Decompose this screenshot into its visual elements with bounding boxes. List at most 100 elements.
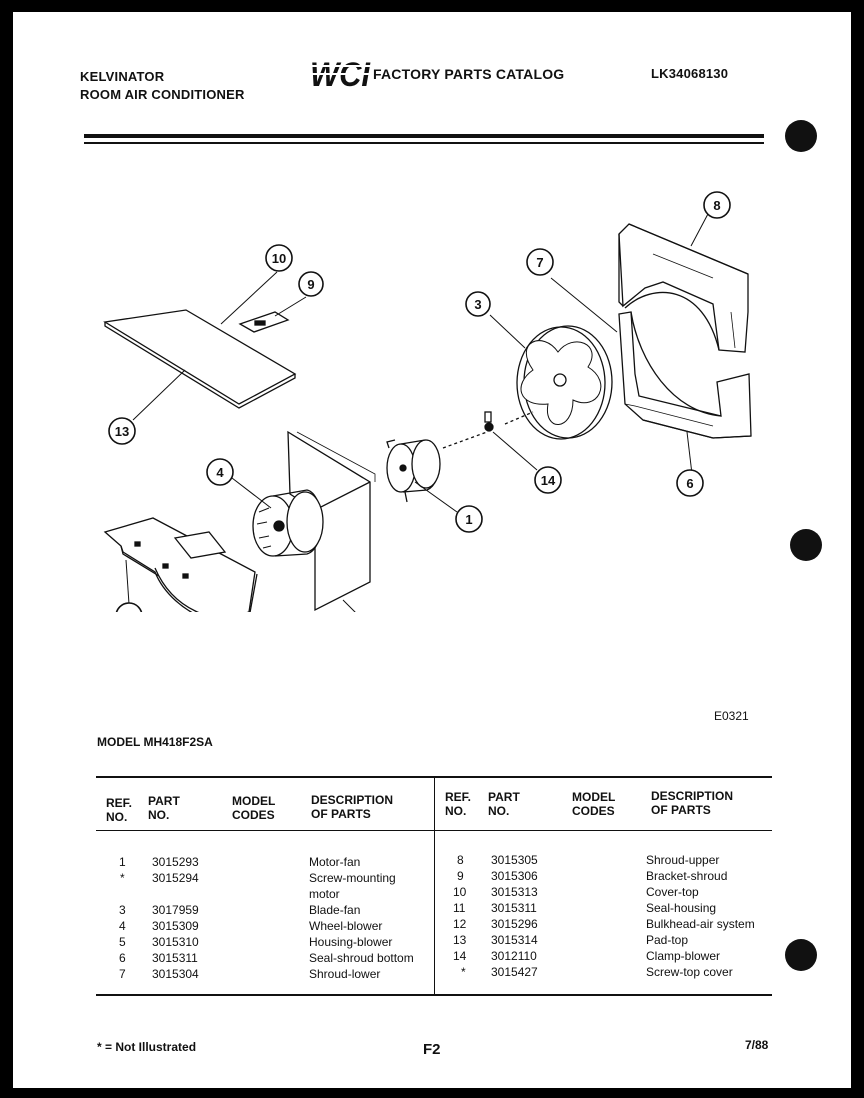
table-row: 13 3015314 Pad-top <box>13 932 851 948</box>
motor-fan-part <box>386 439 441 503</box>
clamp-blower-part <box>484 411 494 432</box>
table-row: 4 3015309 Wheel-blower <box>13 918 433 934</box>
table-row: 5 3015310 Housing-blower <box>13 934 433 950</box>
ref-no: 1 <box>119 855 126 869</box>
svg-text:11: 11 <box>122 609 136 612</box>
svg-text:10: 10 <box>272 251 286 266</box>
svg-text:13: 13 <box>115 424 129 439</box>
svg-text:7: 7 <box>536 255 543 270</box>
table-row: 8 3015305 Shroud-upper <box>13 852 851 868</box>
part-no: 3012110 <box>491 949 537 963</box>
shaft-axis <box>442 431 488 449</box>
callout-13: 13 <box>108 417 136 445</box>
svg-text:8: 8 <box>713 198 720 213</box>
callout-4: 4 <box>206 458 234 486</box>
part-no: 3015309 <box>152 919 199 933</box>
revision-date: 7/88 <box>745 1038 769 1052</box>
part-description: motor <box>309 887 340 901</box>
not-illustrated-note: * = Not Illustrated <box>97 1040 197 1054</box>
callout-3: 3 <box>465 291 491 317</box>
part-description: Blade-fan <box>309 903 361 917</box>
part-no: 3017959 <box>152 903 199 917</box>
fan-blade-part <box>516 325 613 440</box>
part-description: Cover-top <box>646 885 699 899</box>
brand-name: KELVINATOR <box>80 69 165 84</box>
part-description: Seal-shroud bottom <box>309 951 414 965</box>
product-name: ROOM AIR CONDITIONER <box>80 87 245 102</box>
header-rule-thin <box>84 142 764 144</box>
table-row: 9 3015306 Bracket-shroud <box>13 868 851 884</box>
ref-no: 8 <box>457 853 464 867</box>
table-row: 10 3015313 Cover-top <box>13 884 851 900</box>
part-description: Bracket-shroud <box>646 869 728 883</box>
housing-blower-part <box>103 517 258 612</box>
blade-axis <box>504 411 534 425</box>
exploded-parts-diagram: 10 9 13 3 7 8 14 6 4 1 11 12 5. <box>103 191 752 612</box>
svg-text:1: 1 <box>465 512 472 527</box>
part-description: Housing-blower <box>309 935 393 949</box>
page-number: F2 <box>423 1041 441 1058</box>
left-parts-rows: 1 3015293 Motor-fan * 3015294 Screw-moun… <box>13 854 433 994</box>
table-row: * 3015294 Screw-mounting <box>13 870 433 886</box>
table-row: 14 3012110 Clamp-blower <box>13 948 851 964</box>
bracket-shroud-part <box>238 311 290 333</box>
binder-hole-middle <box>790 529 822 561</box>
callout-10: 10 <box>265 244 293 272</box>
part-no: 3015314 <box>491 933 538 947</box>
table-row: motor <box>13 886 433 902</box>
part-description: Bulkhead-air system <box>646 917 755 931</box>
left-desc-header: DESCRIPTION OF PARTS <box>311 793 394 821</box>
ref-no: 13 <box>453 933 467 947</box>
part-description: Screw-top cover <box>646 965 733 979</box>
model-line: MODEL MH418F2SA <box>97 735 213 749</box>
catalog-title: FACTORY PARTS CATALOG <box>373 66 565 82</box>
left-part-header: PART NO. <box>148 794 180 822</box>
ref-no: * <box>120 871 125 885</box>
callout-14: 14 <box>534 466 562 494</box>
right-ref-header: REF. NO. <box>445 790 472 818</box>
part-description: Shroud-upper <box>646 853 720 867</box>
svg-text:4: 4 <box>216 465 224 480</box>
binder-hole-bottom <box>785 939 817 971</box>
callout-7: 7 <box>526 248 554 276</box>
table-row: 3 3017959 Blade-fan <box>13 902 433 918</box>
callout-11: 11 <box>115 602 143 612</box>
callout-9: 9 <box>298 271 324 297</box>
ref-no: * <box>461 965 466 979</box>
right-desc-header: DESCRIPTION OF PARTS <box>651 789 734 817</box>
right-parts-rows: 8 3015305 Shroud-upper 9 3015306 Bracket… <box>13 852 851 992</box>
table-row: 6 3015311 Seal-shroud bottom <box>13 950 433 966</box>
right-codes-header: MODEL CODES <box>572 790 616 818</box>
left-ref-header: REF. NO. <box>106 796 133 824</box>
bulkhead-part <box>287 430 376 612</box>
part-no: 3015310 <box>152 935 199 949</box>
ref-no: 6 <box>119 951 126 965</box>
table-row: 1 3015293 Motor-fan <box>13 854 433 870</box>
svg-text:3: 3 <box>474 297 481 312</box>
binder-hole-top <box>785 120 817 152</box>
part-no: 3015311 <box>152 951 198 965</box>
table-divider <box>434 776 435 996</box>
part-no: 3015427 <box>491 965 538 979</box>
ref-no: 5 <box>119 935 126 949</box>
wci-logo: WCI <box>310 54 372 94</box>
ref-no: 7 <box>119 967 126 981</box>
ref-no: 9 <box>457 869 464 883</box>
part-no: 3015294 <box>152 871 199 885</box>
svg-text:9: 9 <box>307 277 314 292</box>
part-no: 3015296 <box>491 917 538 931</box>
leader-lines <box>125 211 710 612</box>
shroud-lower-part <box>618 311 752 439</box>
ref-no: 4 <box>119 919 126 933</box>
table-row: * 3015427 Screw-top cover <box>13 964 851 980</box>
shroud-upper-part <box>618 223 749 353</box>
catalog-page: KELVINATOR ROOM AIR CONDITIONER WCI FACT… <box>13 12 851 1088</box>
part-no: 3015306 <box>491 869 538 883</box>
callout-1: 1 <box>455 505 483 533</box>
part-description: Wheel-blower <box>309 919 383 933</box>
callout-8: 8 <box>703 191 731 219</box>
svg-text:14: 14 <box>541 473 556 488</box>
part-description: Screw-mounting <box>309 871 396 885</box>
part-description: Pad-top <box>646 933 689 947</box>
drawing-code: E0321 <box>714 709 749 723</box>
